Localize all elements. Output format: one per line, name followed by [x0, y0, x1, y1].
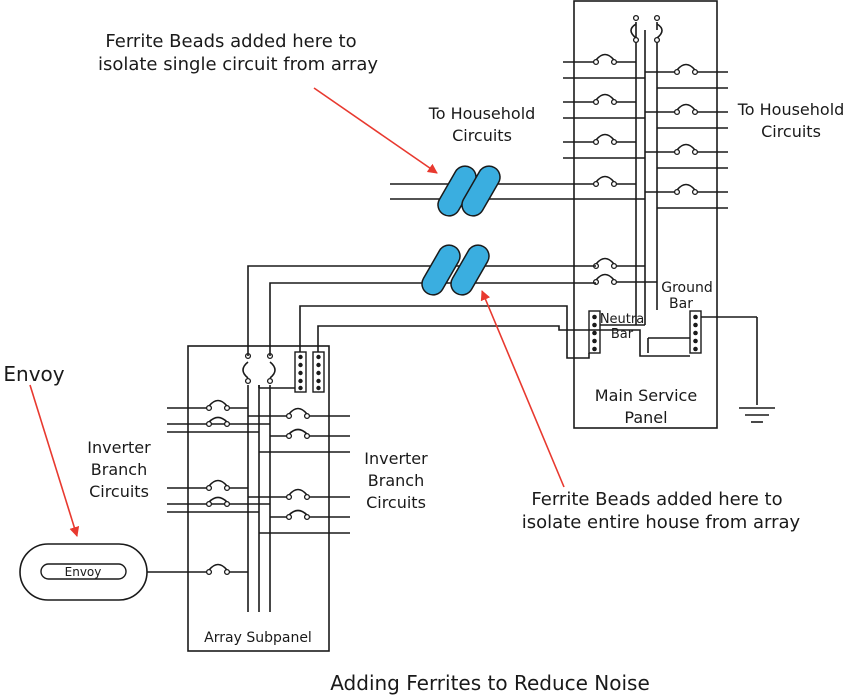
neutral-bar-label-line1: Neutra — [600, 312, 644, 327]
envoy-device — [19, 543, 148, 601]
envoy-arrow — [29, 384, 80, 537]
subpanel-ground-bar-icon — [312, 351, 325, 393]
subpanel-main-breaker-icon — [242, 352, 276, 385]
envoy-title: Envoy — [3, 362, 64, 386]
household-right-line2: Circuits — [761, 122, 821, 141]
callout-bottom-line2: isolate entire house from array — [522, 512, 801, 533]
inverter-right-line1: Inverter — [364, 449, 428, 468]
main-panel-title-line1: Main Service — [595, 386, 697, 405]
ground-bar-icon — [647, 310, 758, 405]
callout-top-line2: isolate single circuit from array — [98, 54, 378, 75]
inverter-breakers-right — [248, 407, 350, 534]
callout-arrow-top — [313, 87, 438, 174]
ground-bar-label-line2: Bar — [669, 296, 693, 312]
array-subpanel-title: Array Subpanel — [204, 630, 312, 646]
callout-bottom-line1: Ferrite Beads added here to — [531, 489, 782, 510]
ferrite-bead-icon — [437, 165, 501, 217]
inverter-right-line2: Branch — [368, 471, 424, 490]
array-backfeed-breaker-icon — [592, 257, 657, 286]
callout-top-line1: Ferrite Beads added here to — [105, 31, 356, 52]
envoy-device-label: Envoy — [65, 565, 102, 579]
household-right-line1: To Household — [737, 100, 845, 119]
envoy-breaker-icon — [147, 563, 248, 576]
inverter-breakers-left — [167, 399, 270, 513]
callout-arrow-bottom — [480, 290, 565, 488]
ferrite-bead-icon — [421, 244, 490, 296]
main-right-breakers — [645, 63, 728, 209]
neutral-bar-label-line2: Bar — [611, 327, 634, 342]
ground-symbol-icon — [739, 407, 775, 423]
household-left-line2: Circuits — [452, 126, 512, 145]
inverter-right-line3: Circuits — [366, 493, 426, 512]
inverter-left-line2: Branch — [91, 460, 147, 479]
inverter-left-line1: Inverter — [87, 438, 151, 457]
main-breaker-icon — [630, 14, 663, 44]
neutral-bar-icon — [588, 310, 646, 354]
diagram-caption: Adding Ferrites to Reduce Noise — [330, 671, 650, 695]
main-panel-title-line2: Panel — [624, 408, 667, 427]
inverter-left-line3: Circuits — [89, 482, 149, 501]
subpanel-bus-conductors — [247, 385, 271, 612]
household-left-line1: To Household — [428, 104, 536, 123]
ground-bar-label-line1: Ground — [661, 280, 713, 296]
